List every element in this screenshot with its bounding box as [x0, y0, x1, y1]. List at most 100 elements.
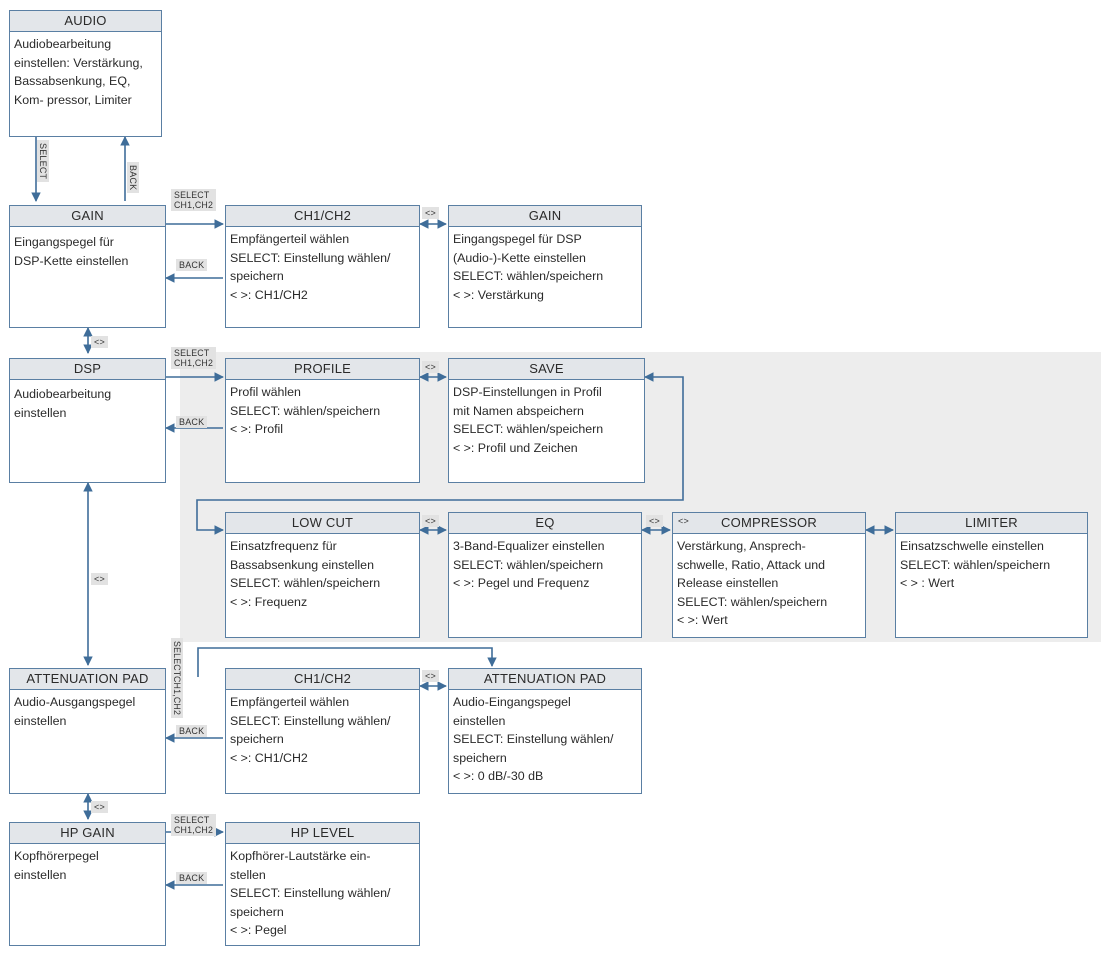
- back-tag: BACK: [176, 872, 208, 884]
- gain-sub-line: < >: Verstärkung: [453, 287, 544, 302]
- select-tag-line: SELECT: [174, 190, 210, 200]
- ch1-ch2-attenuation-line: speichern: [230, 732, 284, 746]
- hp-gain-menu-title: HP GAIN: [10, 823, 165, 844]
- compressor-box: COMPRESSOR Verstärkung, Ansprech- schwel…: [672, 512, 866, 638]
- dsp-menu-line: einstellen: [14, 405, 67, 420]
- limiter-title: LIMITER: [896, 513, 1087, 534]
- save-line: DSP-Einstellungen in Profil: [453, 385, 602, 399]
- audio-menu-line: Audiobearbeitung: [14, 37, 112, 51]
- select-tag: SELECT: [37, 140, 49, 183]
- compressor-arrows-tag: <>: [678, 516, 689, 526]
- dsp-menu-title: DSP: [10, 359, 165, 380]
- low-cut-line: Einsatzfrequenz für: [230, 539, 337, 553]
- audio-menu-line: einstellen: Verstärkung,: [14, 55, 143, 70]
- arrows-tag: <>: [422, 670, 439, 682]
- hp-level-line: < >: Pegel: [230, 923, 287, 937]
- ch1-ch2-gain-line: < >: CH1/CH2: [230, 287, 308, 302]
- arrows-tag: <>: [646, 515, 663, 527]
- limiter-line: Einsatzschwelle einstellen: [900, 539, 1044, 553]
- save-line: SELECT: wählen/speichern: [453, 422, 604, 436]
- compressor-line: SELECT: wählen/speichern: [677, 594, 828, 609]
- compressor-line: < >: Wert: [677, 613, 728, 627]
- profile-line: Profil wählen: [230, 385, 301, 399]
- eq-title: EQ: [449, 513, 641, 534]
- ch1-ch2-tag-line: CH1,CH2: [174, 200, 214, 210]
- save-line: < >: Profil und Zeichen: [453, 440, 578, 455]
- arrows-tag: <>: [422, 515, 439, 527]
- hp-level-title: HP LEVEL: [226, 823, 419, 844]
- hp-gain-menu-box: HP GAIN Kopfhörerpegel einstellen: [9, 822, 166, 946]
- low-cut-line: Bassabsenkung einstellen: [230, 557, 374, 572]
- ch1-ch2-attenuation-line: SELECT: Einstellung wählen/: [230, 713, 391, 728]
- gain-sub-title: GAIN: [449, 206, 641, 227]
- compressor-line: Release einstellen: [677, 576, 779, 590]
- low-cut-line: < >: Frequenz: [230, 594, 308, 609]
- hp-level-line: speichern: [230, 904, 284, 919]
- compressor-line: schwelle, Ratio, Attack und: [677, 557, 826, 572]
- attenuation-pad-sub-line: speichern: [453, 750, 507, 765]
- limiter-line: SELECT: wählen/speichern: [900, 557, 1051, 572]
- profile-box: PROFILE Profil wählen SELECT: wählen/spe…: [225, 358, 420, 483]
- hp-gain-menu-line: einstellen: [14, 867, 67, 882]
- profile-line: SELECT: wählen/speichern: [230, 403, 381, 418]
- select-tag-line: SELECT: [174, 348, 210, 358]
- eq-line: 3-Band-Equalizer einstellen: [453, 539, 605, 553]
- select-tag-line: SELECT: [174, 815, 210, 825]
- back-tag: BACK: [176, 725, 208, 737]
- select-ch1-ch2-tag: SELECT CH1,CH2: [171, 189, 217, 211]
- profile-line: < >: Profil: [230, 422, 284, 436]
- profile-title: PROFILE: [226, 359, 419, 380]
- ch1-ch2-gain-box: CH1/CH2 Empfängerteil wählen SELECT: Ein…: [225, 205, 420, 328]
- save-box: SAVE DSP-Einstellungen in Profil mit Nam…: [448, 358, 645, 483]
- ch1-ch2-tag-line: CH1,CH2: [174, 825, 214, 835]
- select-ch1-ch2-tag: SELECT CH1,CH2: [171, 347, 217, 369]
- attenuation-pad-menu-box: ATTENUATION PAD Audio-Ausgangspegel eins…: [9, 668, 166, 794]
- gain-sub-box: GAIN Eingangspegel für DSP (Audio-)-Kett…: [448, 205, 642, 328]
- back-tag: BACK: [176, 259, 208, 271]
- ch1-ch2-attenuation-title: CH1/CH2: [226, 669, 419, 690]
- gain-menu-box: GAIN Eingangspegel für DSP-Kette einstel…: [9, 205, 166, 328]
- attenuation-pad-sub-box: ATTENUATION PAD Audio-Eingangspegel eins…: [448, 668, 642, 794]
- attenuation-pad-sub-title: ATTENUATION PAD: [449, 669, 641, 690]
- arrows-tag: <>: [422, 361, 439, 373]
- eq-box: EQ 3-Band-Equalizer einstellen SELECT: w…: [448, 512, 642, 638]
- ch1-ch2-tag-line: CH1,CH2: [174, 358, 214, 368]
- attenuation-pad-menu-title: ATTENUATION PAD: [10, 669, 165, 690]
- select-ch1-ch2-tag: SELECT CH1,CH2: [171, 638, 183, 719]
- ch1-ch2-gain-line: SELECT: Einstellung wählen/: [230, 250, 391, 265]
- compressor-line: Verstärkung, Ansprech-: [677, 539, 806, 553]
- ch1-ch2-attenuation-box: CH1/CH2 Empfängerteil wählen SELECT: Ein…: [225, 668, 420, 794]
- hp-level-line: Kopfhörer-Lautstärke ein-: [230, 849, 371, 863]
- gain-sub-line: (Audio-)-Kette einstellen: [453, 250, 586, 265]
- gain-sub-line: SELECT: wählen/speichern: [453, 269, 604, 283]
- select-tag-line: SELECT: [172, 641, 182, 677]
- back-tag: BACK: [176, 416, 208, 428]
- audio-menu-title: AUDIO: [10, 11, 161, 32]
- compressor-title: COMPRESSOR: [673, 513, 865, 534]
- attenuation-pad-menu-line: einstellen: [14, 713, 67, 728]
- gain-menu-title: GAIN: [10, 206, 165, 227]
- gain-menu-line: DSP-Kette einstellen: [14, 253, 129, 268]
- ch1-ch2-attenuation-line: < >: CH1/CH2: [230, 750, 308, 765]
- hp-level-line: SELECT: Einstellung wählen/: [230, 886, 391, 900]
- attenuation-pad-sub-line: < >: 0 dB/-30 dB: [453, 769, 544, 783]
- gain-sub-line: Eingangspegel für DSP: [453, 232, 582, 246]
- dsp-menu-line: Audiobearbeitung: [14, 387, 112, 401]
- attenuation-pad-sub-line: SELECT: Einstellung wählen/: [453, 732, 614, 746]
- ch1-ch2-attenuation-line: Empfängerteil wählen: [230, 695, 350, 709]
- select-ch1-ch2-tag: SELECT CH1,CH2: [171, 814, 217, 836]
- low-cut-box: LOW CUT Einsatzfrequenz für Bassabsenkun…: [225, 512, 420, 638]
- ch1-ch2-gain-line: Empfängerteil wählen: [230, 232, 350, 246]
- limiter-line: < > : Wert: [900, 576, 955, 590]
- arrows-tag: <>: [422, 207, 439, 219]
- audio-menu-line: Bassabsenkung, EQ,: [14, 74, 131, 88]
- dsp-menu-box: DSP Audiobearbeitung einstellen: [9, 358, 166, 483]
- gain-menu-line: Eingangspegel für: [14, 235, 114, 249]
- audio-menu-box: AUDIO Audiobearbeitung einstellen: Verst…: [9, 10, 162, 137]
- hp-level-box: HP LEVEL Kopfhörer-Lautstärke ein- stell…: [225, 822, 420, 946]
- arrows-tag: <>: [91, 336, 108, 348]
- save-title: SAVE: [449, 359, 644, 380]
- arrows-tag: <>: [91, 801, 108, 813]
- arrows-tag: <>: [91, 573, 108, 585]
- limiter-box: LIMITER Einsatzschwelle einstellen SELEC…: [895, 512, 1088, 638]
